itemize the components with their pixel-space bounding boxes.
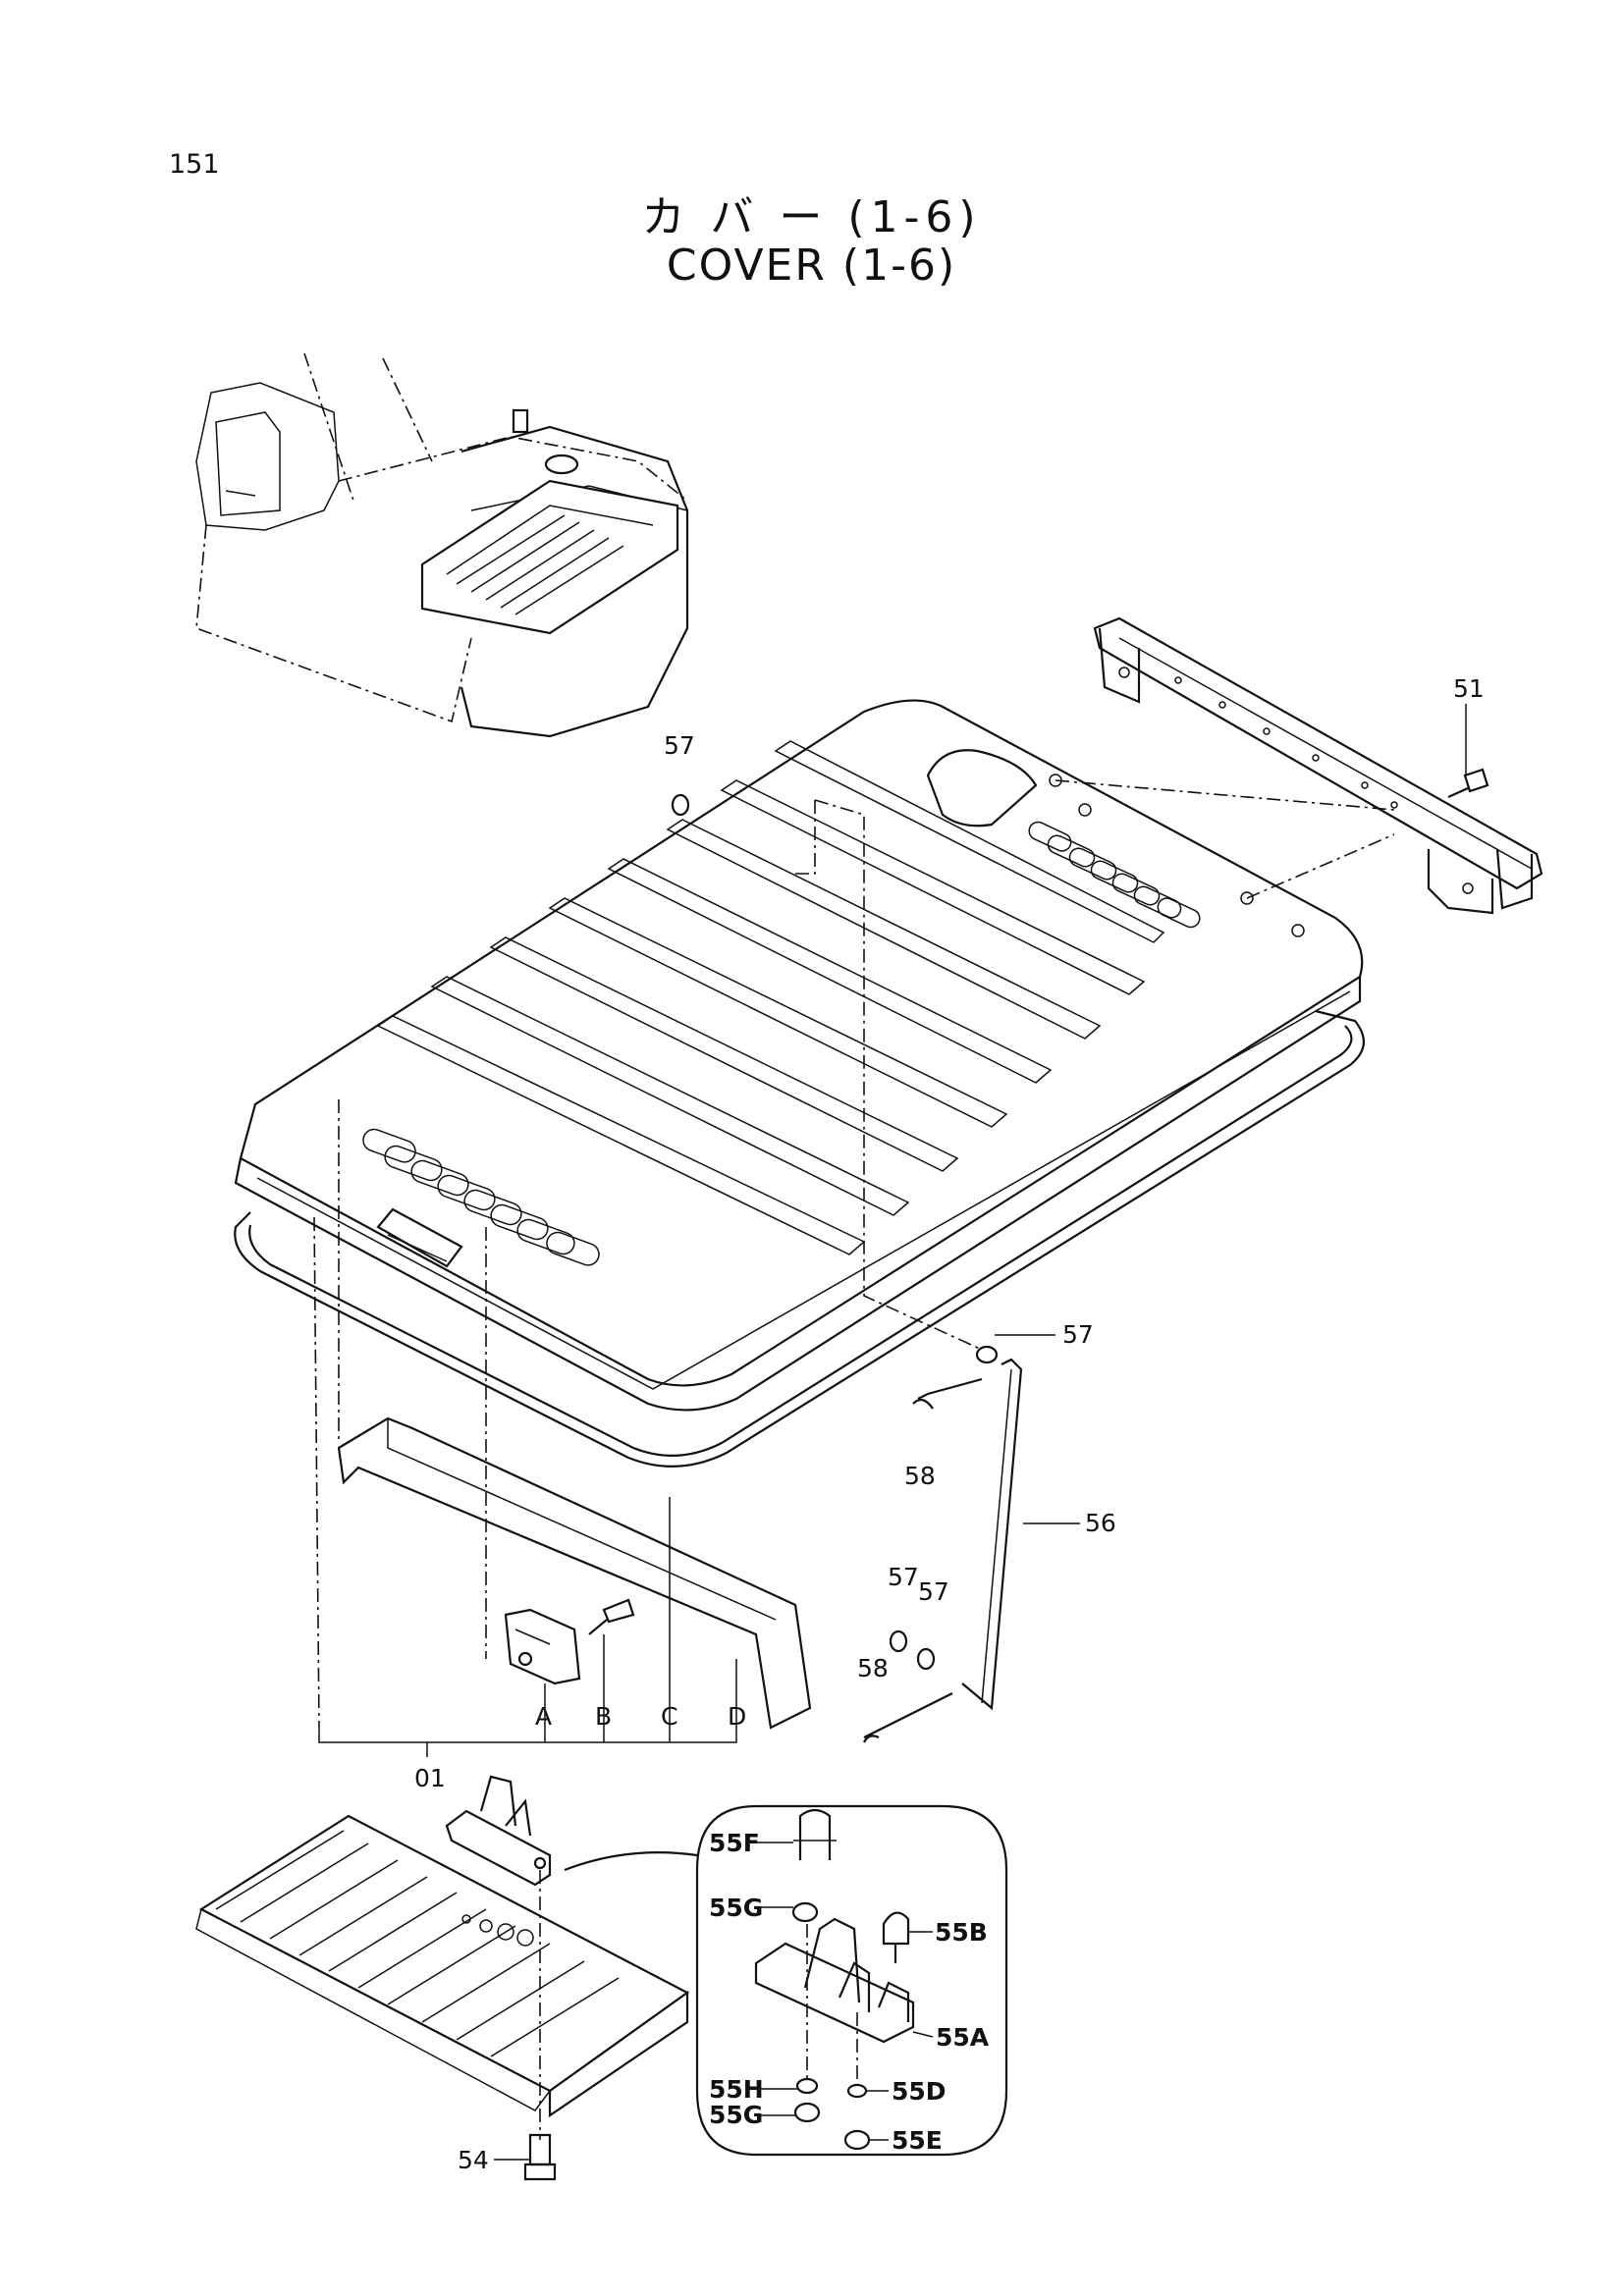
callout-A: A [535,1702,552,1731]
callout-01: 01 [414,1764,446,1792]
bolt-54 [523,2133,557,2181]
seal-ring [234,1009,1365,1468]
page-number: 151 [169,149,220,180]
callout-55A: 55A [936,2023,990,2052]
callout-56: 56 [1085,1509,1116,1537]
callout-D: D [728,1702,746,1731]
callout-51: 51 [1453,674,1485,703]
leader-lines [494,704,1467,2161]
latch-bracket [504,1598,635,1685]
callout-55G-bottom: 55G [709,2101,763,2129]
callout-57-d: 57 [918,1577,949,1606]
assembly-lines [313,779,1395,1729]
grille-latch [445,1775,698,2140]
lower-grille [195,1814,690,2118]
callout-55H: 55H [709,2075,764,2104]
callout-55G-top: 55G [709,1894,763,1922]
callout-58-a: 58 [904,1462,936,1490]
callout-58-b: 58 [857,1654,889,1682]
support-rod [671,793,1023,1743]
callout-labels: 51 57 57 58 56 57 57 58 A B C D 01 54 55… [414,674,1485,2174]
machine-overview [195,352,689,738]
title-english: COVER (1-6) [666,240,957,291]
foam-strip [337,1416,812,1730]
callout-54: 54 [458,2146,489,2174]
callout-57-b: 57 [1062,1320,1094,1349]
callout-57-a: 57 [664,731,695,760]
callout-B: B [595,1702,612,1731]
callout-01-bracket [318,1497,737,1757]
callout-55D: 55D [892,2077,947,2106]
main-cover [234,699,1364,1412]
callout-55F: 55F [709,1829,760,1857]
callout-C: C [661,1702,677,1731]
title-japanese: カ バ ー (1-6) [641,192,982,242]
callout-57-c: 57 [888,1563,919,1591]
callout-55B: 55B [935,1918,988,1947]
support-bar [1093,616,1543,915]
callout-55E: 55E [892,2126,943,2155]
bolt-51 [1447,768,1489,799]
